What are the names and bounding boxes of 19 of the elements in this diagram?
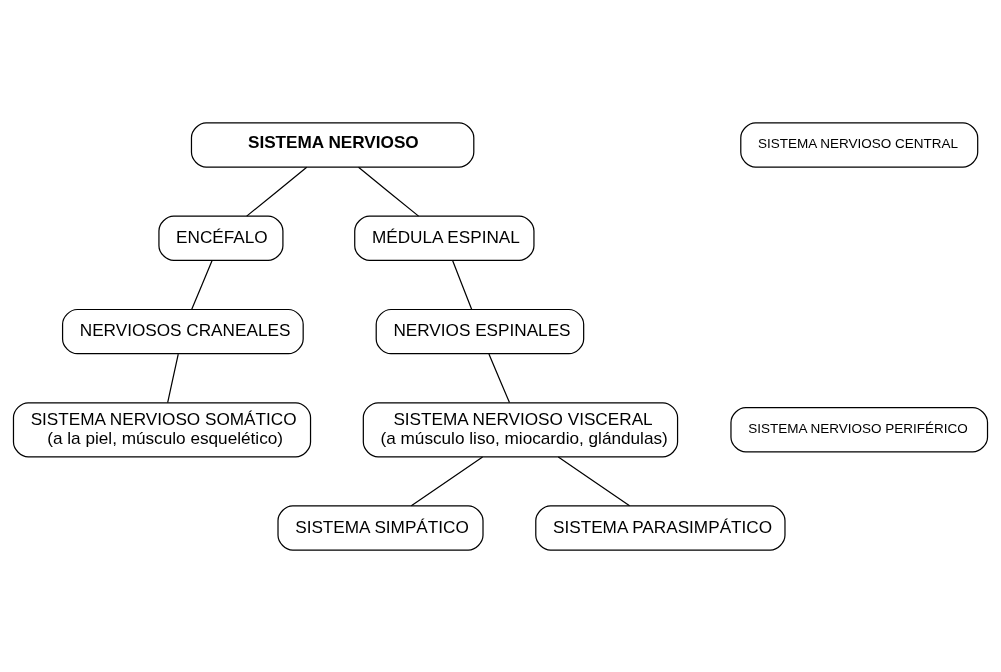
connector [191, 259, 213, 310]
node-box: ENCÉFALO [158, 215, 284, 261]
node-box: SISTEMA NERVIOSO VISCERAL (a músculo liso, miocardio, glándulas) [362, 401, 679, 457]
node-box: SISTEMA NERVIOSO PERIFÉRICO [730, 406, 989, 452]
node-box: SISTEMA SIMPÁTICO [277, 504, 484, 551]
connector [452, 259, 473, 310]
connector [357, 166, 420, 217]
node-box: SISTEMA NERVIOSO SOMÁTICO (a la piel, músculo esquelético) [12, 401, 312, 457]
node-box: SISTEMA NERVIOSO CENTRAL [740, 121, 979, 168]
connector [246, 166, 308, 217]
connector [167, 352, 179, 403]
node-box: SISTEMA PARASIMPÁTICO [535, 504, 786, 551]
node-box: NERVIOSOS CRANEALES [61, 308, 304, 354]
node-box: SISTEMA NERVIOSO [190, 121, 475, 168]
node-box: NERVIOS ESPINALES [375, 308, 585, 354]
connector [557, 455, 631, 506]
connector [488, 352, 511, 403]
node-box: MÉDULA ESPINAL [354, 215, 535, 261]
connector [410, 455, 484, 506]
